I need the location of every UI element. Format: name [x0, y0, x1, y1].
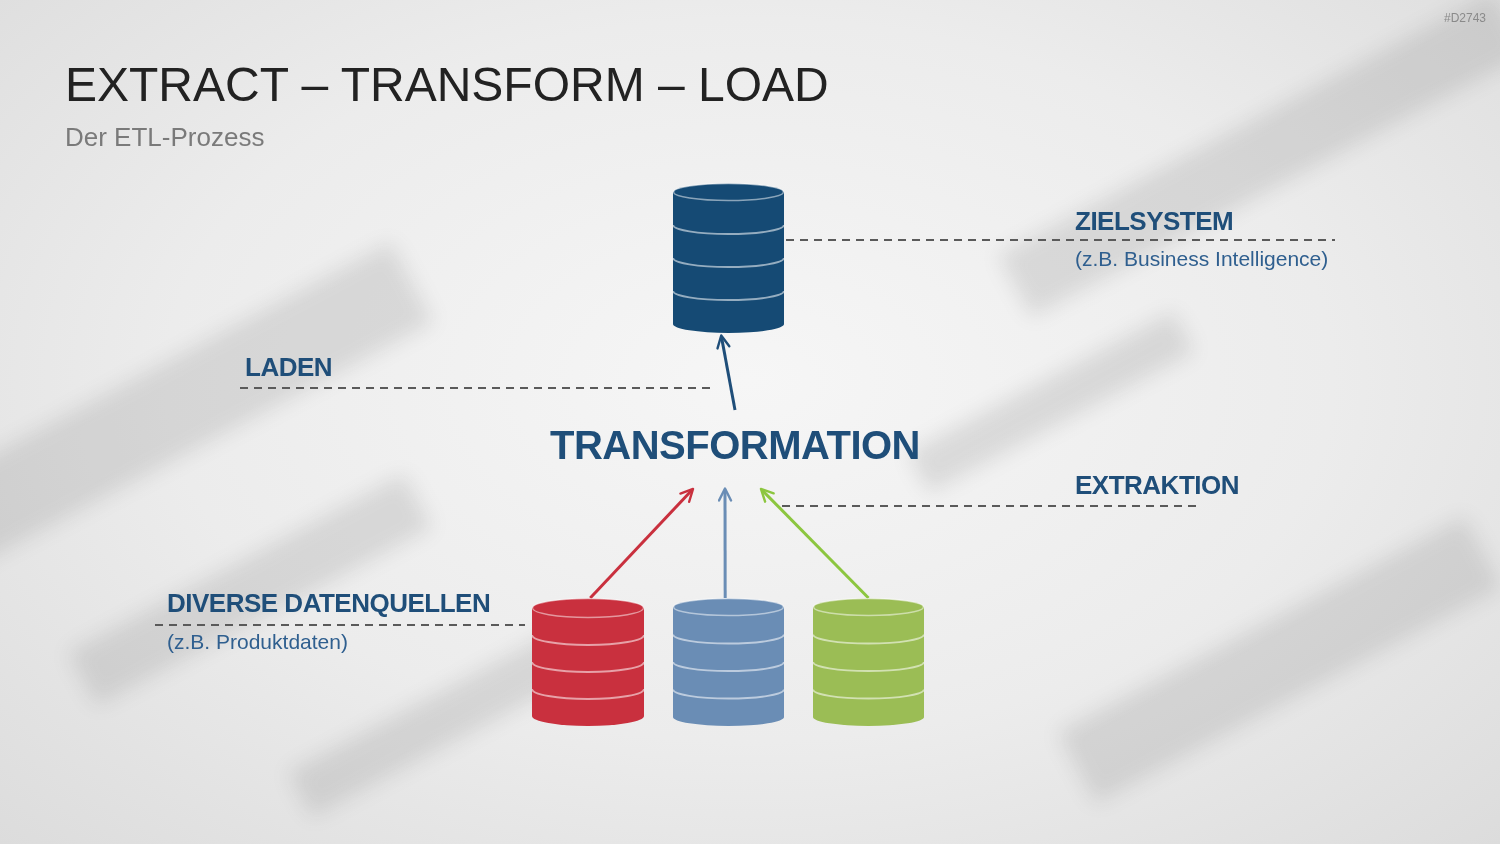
database-cylinder [673, 598, 784, 726]
cylinder-body [673, 192, 784, 333]
connector-arrow [724, 490, 727, 598]
cylinder-ring [532, 689, 644, 699]
cylinder-top [814, 599, 924, 616]
slide-title: EXTRACT – TRANSFORM – LOAD [65, 56, 829, 114]
cylinder-top [674, 599, 784, 616]
source-database: DIVERSE DATENQUELLEN(z.B. Produktdaten) [532, 598, 644, 726]
step-label: TRANSFORMATION [550, 422, 920, 468]
cylinder-ring [813, 690, 924, 699]
leader-line [782, 505, 1202, 507]
cylinder-ring [673, 258, 784, 267]
cylinder-body [532, 608, 644, 726]
source-database [673, 598, 784, 726]
target-note: (z.B. Business Intelligence) [1075, 246, 1328, 272]
source-note: (z.B. Produktdaten) [167, 629, 348, 655]
cylinder-top [533, 599, 644, 618]
slide-subtitle: Der ETL-Prozess [65, 121, 264, 153]
edge-label: LADEN [245, 352, 332, 382]
source-label: DIVERSE DATENQUELLEN [167, 588, 490, 618]
database-cylinder [813, 598, 924, 726]
connector-arrow [590, 490, 692, 598]
target-label: ZIELSYSTEM [1075, 206, 1233, 236]
connector-arrow [762, 490, 869, 598]
cylinder-ring [532, 635, 644, 645]
cylinder-ring [813, 635, 924, 644]
transformation-step: TRANSFORMATION [538, 410, 932, 486]
leader-line [240, 387, 712, 389]
cylinder-top [674, 184, 784, 201]
connector-arrow [722, 337, 736, 410]
edge-label: EXTRAKTION [1075, 470, 1239, 500]
cylinder-ring [813, 662, 924, 671]
cylinder-ring [673, 635, 784, 644]
slide-id: #D2743 [1444, 11, 1486, 25]
leader-line [786, 239, 1335, 241]
cylinder-ring [673, 225, 784, 234]
cylinder-body [673, 607, 784, 726]
cylinder-ring [673, 690, 784, 699]
leader-line [155, 624, 525, 626]
target-database: ZIELSYSTEM(z.B. Business Intelligence) [673, 183, 784, 333]
cylinder-ring [532, 662, 644, 672]
cylinder-ring [673, 291, 784, 300]
cylinder-ring [673, 662, 784, 671]
source-database [813, 598, 924, 726]
database-cylinder [532, 598, 644, 726]
cylinder-body [813, 607, 924, 726]
database-cylinder [673, 183, 784, 333]
